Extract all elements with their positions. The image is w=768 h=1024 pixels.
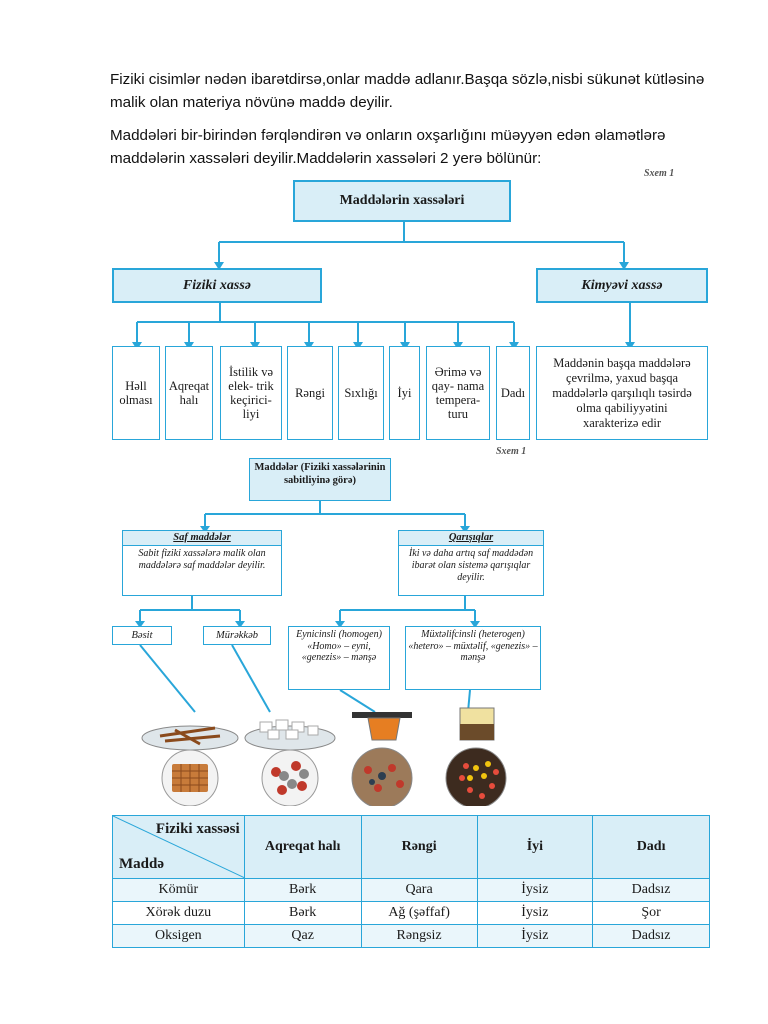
column-header-smell: İyi [476,815,594,879]
table-row: Kömür Bərk Qara İysiz Dadsız [112,878,710,902]
table-cell: İysiz [476,901,594,925]
physical-item-color: Rəngi [287,346,333,440]
table-row: Xörək duzu Bərk Ağ (şəffaf) İysiz Şor [112,901,710,925]
table-cell: Şor [592,901,710,925]
scheme-label-2: Sxem 1 [496,446,527,457]
physical-item-melting-boiling: Ərimə və qay- nama tempera- turu [426,346,490,440]
heterogeneous-mixture-box: Müxtəlifcinsli (heterogen) «hetero» – mü… [405,626,541,690]
corner-header-property: Fiziki xassəsi [155,821,240,837]
physical-property-box: Fiziki xassə [112,268,322,303]
intro-paragraph-1: Fiziki cisimlər nədən ibarətdirsə,onlar … [110,71,705,111]
column-header-aggregate: Aqreqat halı [243,815,362,879]
properties-table: Fiziki xassəsi Maddə Aqreqat halı Rəngi … [112,815,710,948]
table-cell: Dadsız [592,924,710,948]
table-cell: Qaz [243,924,362,948]
table-cell: Bərk [243,878,362,902]
table-corner-header: Fiziki xassəsi Maddə [112,815,245,879]
table-cell: Bərk [243,901,362,925]
physical-item-conductivity: İstilik və elek- trik keçirici- liyi [220,346,282,440]
physical-item-aggregate-state: Aqreqat halı [165,346,213,440]
table-cell: Dadsız [592,878,710,902]
table-cell: Rəngsiz [360,924,478,948]
table-cell: Kömür [112,878,245,902]
chemical-property-box: Kimyəvi xassə [536,268,708,303]
physical-item-solubility: Həll olması [112,346,160,440]
mixture-illustrations [141,707,507,806]
homogeneous-mixture-box: Eynicinsli (homogen) «Homo» – eyni, «gen… [288,626,390,690]
column-header-taste: Dadı [592,815,710,879]
physical-item-density: Sıxlığı [338,346,384,440]
pure-substances-box: Saf maddələr Sabit fiziki xassələrə mali… [122,530,282,596]
scheme-label: Sxem 1 [644,168,675,179]
table-cell: Xörək duzu [112,901,245,925]
chemical-description: Maddənin başqa maddələrə çevrilmə, yaxud… [536,346,708,440]
simple-substance-box: Bəsit [112,626,172,645]
mixtures-title: Qarışıqlar [399,531,543,546]
physical-item-smell: İyi [389,346,420,440]
table-row: Oksigen Qaz Rəngsiz İysiz Dadsız [112,924,710,948]
mixtures-desc: İki və daha artıq saf maddədən ibarət ol… [408,548,534,583]
properties-root-box: Maddələrin xassələri [293,180,511,222]
substances-root-box: Maddələr (Fiziki xassələrinin sabitliyin… [249,458,391,501]
table-cell: İysiz [476,878,594,902]
corner-header-substance: Maddə [119,856,164,872]
complex-substance-box: Mürəkkəb [203,626,271,645]
table-cell: Ağ (şəffaf) [360,901,478,925]
mixtures-box: Qarışıqlar İki və daha artıq saf maddədə… [398,530,544,596]
table-cell: İysiz [476,924,594,948]
intro-paragraph-2: Maddələri bir-birindən fərqləndirən və o… [110,127,666,167]
column-header-color: Rəngi [360,815,478,879]
pure-substances-desc: Sabit fiziki xassələrə malik olan maddəl… [138,548,266,571]
table-cell: Oksigen [112,924,245,948]
pure-substances-title: Saf maddələr [123,531,281,546]
physical-item-taste: Dadı [496,346,530,440]
table-cell: Qara [360,878,478,902]
